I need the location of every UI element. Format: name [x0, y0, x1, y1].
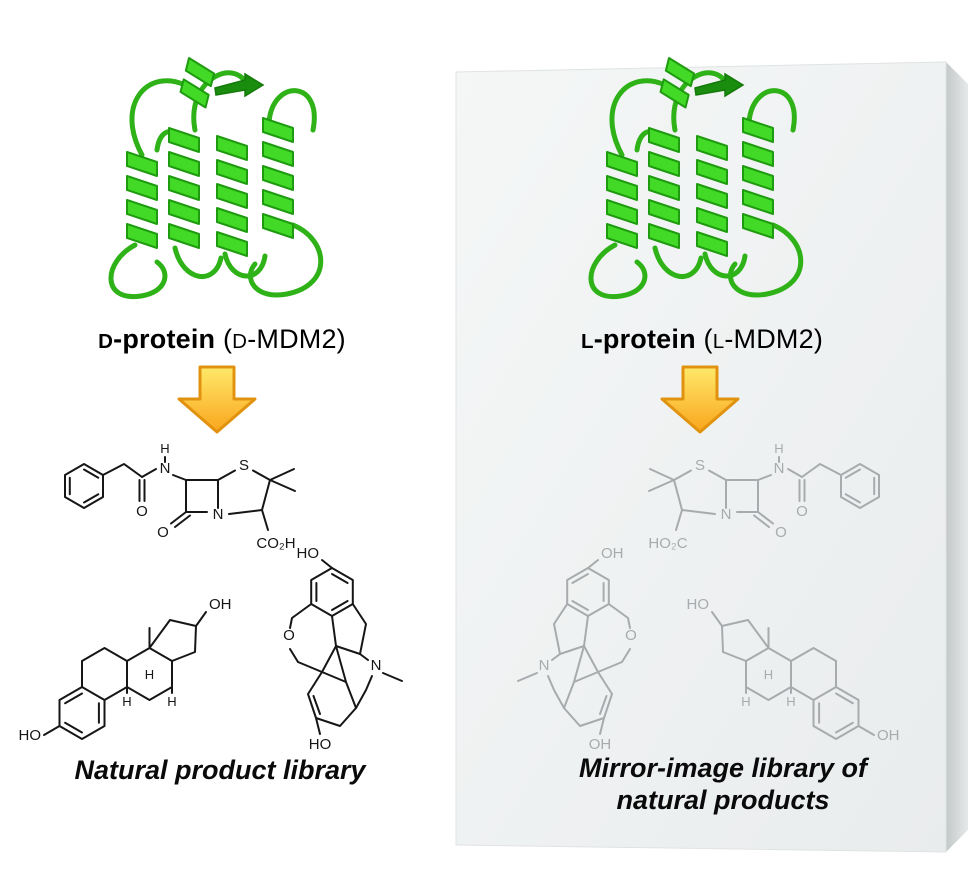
atom-label-co2h: CO₂H — [256, 535, 295, 552]
d-protein-label-paren: (D-MDM2) — [222, 324, 346, 354]
atom-label-ho: HO — [309, 736, 332, 753]
atom-label-o: O — [775, 524, 787, 541]
mirror-library-caption-line2: natural products — [616, 785, 830, 816]
l-protein-label-bold: L-protein — [580, 324, 696, 354]
down-arrow-icon — [177, 365, 257, 434]
atom-label-h: H — [122, 694, 131, 709]
atom-label-s: S — [239, 457, 249, 474]
natural-library-caption: Natural product library — [74, 755, 366, 785]
atom-label-oh: OH — [209, 596, 232, 613]
atom-label-o: O — [136, 503, 148, 520]
mirror-library-caption: Mirror-image library of natural products — [528, 752, 918, 817]
atom-label-oh: OH — [601, 548, 624, 562]
mirror-panel-edge — [946, 62, 968, 852]
d-protein-structure — [94, 30, 350, 330]
morphine-structure: HO O N HO — [283, 548, 403, 753]
atom-label-o: O — [625, 627, 637, 644]
penicillin-structure-mirrored: H N O O N S HO₂C — [648, 441, 880, 552]
atom-label-o: O — [283, 627, 295, 644]
atom-label-h: H — [774, 441, 783, 456]
atom-label-h: H — [764, 667, 773, 682]
atom-label-h: H — [167, 694, 176, 709]
atom-label-n: N — [774, 460, 785, 477]
atom-label-h: H — [145, 667, 154, 682]
atom-label-ho2c: HO₂C — [648, 535, 687, 552]
atom-label-oh: OH — [589, 736, 612, 753]
mirror-library-caption-line1: Mirror-image library of — [578, 753, 868, 783]
atom-label-h: H — [741, 694, 750, 709]
l-protein-label-paren: (L-MDM2) — [703, 324, 824, 354]
l-protein-structure — [574, 30, 830, 330]
atom-label-oh: OH — [877, 727, 900, 744]
atom-label-n: N — [539, 657, 550, 674]
penicillin-structure: H N O O N S CO₂H — [64, 441, 296, 552]
atom-label-s: S — [695, 457, 705, 474]
atom-label-n: N — [721, 506, 732, 523]
atom-label-h: H — [160, 441, 169, 456]
atom-label-h: H — [786, 694, 795, 709]
d-protein-label-bold: D-protein — [98, 324, 216, 354]
atom-label-ho: HO — [19, 727, 42, 744]
estradiol-structure: HO OH H H H — [19, 596, 232, 744]
atom-label-o: O — [157, 524, 169, 541]
d-protein-label: D-protein (D-MDM2) — [40, 324, 404, 355]
atom-label-ho: HO — [297, 548, 320, 562]
atom-label-n: N — [213, 506, 224, 523]
estradiol-structure-mirrored: OH HO H H H — [687, 596, 900, 744]
atom-label-o: O — [796, 503, 808, 520]
atom-label-ho: HO — [687, 596, 710, 613]
atom-label-n: N — [371, 657, 382, 674]
l-protein-label: L-protein (L-MDM2) — [520, 324, 884, 355]
atom-label-n: N — [160, 460, 171, 477]
morphine-structure-mirrored: OH O N OH — [517, 548, 637, 753]
down-arrow-icon — [660, 365, 740, 434]
